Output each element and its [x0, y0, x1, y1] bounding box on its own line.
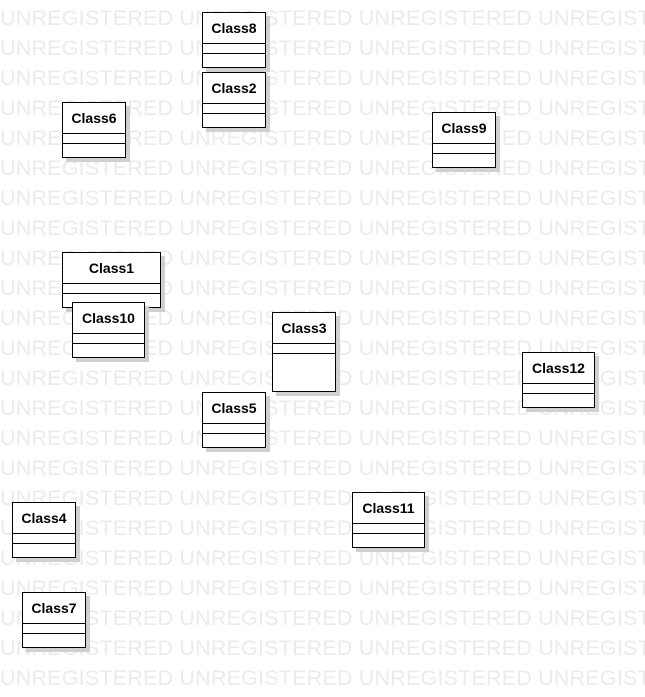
attributes-compartment[interactable]: [203, 104, 265, 114]
attributes-compartment[interactable]: [353, 524, 424, 534]
uml-class-class9[interactable]: Class9: [432, 112, 496, 168]
operations-compartment[interactable]: [353, 534, 424, 544]
operations-compartment[interactable]: [73, 344, 144, 354]
watermark-line: UNREGISTERED UNREGISTERED UNREGISTERED U…: [0, 666, 645, 690]
attributes-compartment[interactable]: [63, 134, 125, 144]
attributes-compartment[interactable]: [203, 44, 265, 54]
attributes-compartment[interactable]: [23, 624, 85, 634]
class-name-label: Class11: [353, 493, 424, 524]
attributes-compartment[interactable]: [13, 534, 75, 544]
watermark-line: UNREGISTERED UNREGISTERED UNREGISTERED U…: [0, 426, 645, 450]
attributes-compartment[interactable]: [73, 334, 144, 344]
operations-compartment[interactable]: [203, 114, 265, 124]
uml-class-class8[interactable]: Class8: [202, 12, 266, 68]
watermark-line: UNREGISTERED UNREGISTERED UNREGISTERED U…: [0, 186, 645, 210]
watermark-line: UNREGISTERED UNREGISTERED UNREGISTERED U…: [0, 576, 645, 600]
class-name-label: Class5: [203, 393, 265, 424]
uml-class-class12[interactable]: Class12: [522, 352, 595, 408]
operations-compartment[interactable]: [13, 544, 75, 554]
operations-compartment[interactable]: [433, 154, 495, 164]
operations-compartment[interactable]: [63, 144, 125, 154]
uml-class-class6[interactable]: Class6: [62, 102, 126, 158]
uml-class-class7[interactable]: Class7: [22, 592, 86, 648]
watermark-line: UNREGISTERED UNREGISTERED UNREGISTERED U…: [0, 6, 645, 30]
watermark-line: UNREGISTERED UNREGISTERED UNREGISTERED U…: [0, 636, 645, 660]
operations-compartment[interactable]: [23, 634, 85, 644]
class-name-label: Class8: [203, 13, 265, 44]
uml-class-class11[interactable]: Class11: [352, 492, 425, 548]
uml-class-class4[interactable]: Class4: [12, 502, 76, 558]
watermark-line: UNREGISTERED UNREGISTERED UNREGISTERED U…: [0, 456, 645, 480]
class-name-label: Class12: [523, 353, 594, 384]
attributes-compartment[interactable]: [433, 144, 495, 154]
attributes-compartment[interactable]: [203, 424, 265, 434]
uml-class-class10[interactable]: Class10: [72, 302, 145, 358]
uml-class-class3[interactable]: Class3: [272, 312, 336, 392]
watermark-line: UNREGISTERED UNREGISTERED UNREGISTERED U…: [0, 66, 645, 90]
uml-class-class2[interactable]: Class2: [202, 72, 266, 128]
operations-compartment[interactable]: [203, 54, 265, 64]
operations-compartment[interactable]: [273, 354, 335, 388]
class-name-label: Class1: [63, 253, 160, 284]
watermark-line: UNREGISTERED UNREGISTERED UNREGISTERED U…: [0, 156, 645, 180]
uml-class-class5[interactable]: Class5: [202, 392, 266, 448]
class-name-label: Class9: [433, 113, 495, 144]
attributes-compartment[interactable]: [63, 284, 160, 294]
watermark-line: UNREGISTERED UNREGISTERED UNREGISTERED U…: [0, 486, 645, 510]
class-name-label: Class2: [203, 73, 265, 104]
uml-class-class1[interactable]: Class1: [62, 252, 161, 308]
attributes-compartment[interactable]: [523, 384, 594, 394]
class-name-label: Class7: [23, 593, 85, 624]
watermark-line: UNREGISTERED UNREGISTERED UNREGISTERED U…: [0, 36, 645, 60]
class-name-label: Class3: [273, 313, 335, 344]
attributes-compartment[interactable]: [273, 344, 335, 354]
watermark-line: UNREGISTERED UNREGISTERED UNREGISTERED U…: [0, 516, 645, 540]
class-name-label: Class6: [63, 103, 125, 134]
operations-compartment[interactable]: [523, 394, 594, 404]
watermark-line: UNREGISTERED UNREGISTERED UNREGISTERED U…: [0, 216, 645, 240]
class-name-label: Class10: [73, 303, 144, 334]
watermark-line: UNREGISTERED UNREGISTERED UNREGISTERED U…: [0, 546, 645, 570]
watermark-line: UNREGISTERED UNREGISTERED UNREGISTERED U…: [0, 606, 645, 630]
operations-compartment[interactable]: [203, 434, 265, 444]
class-name-label: Class4: [13, 503, 75, 534]
